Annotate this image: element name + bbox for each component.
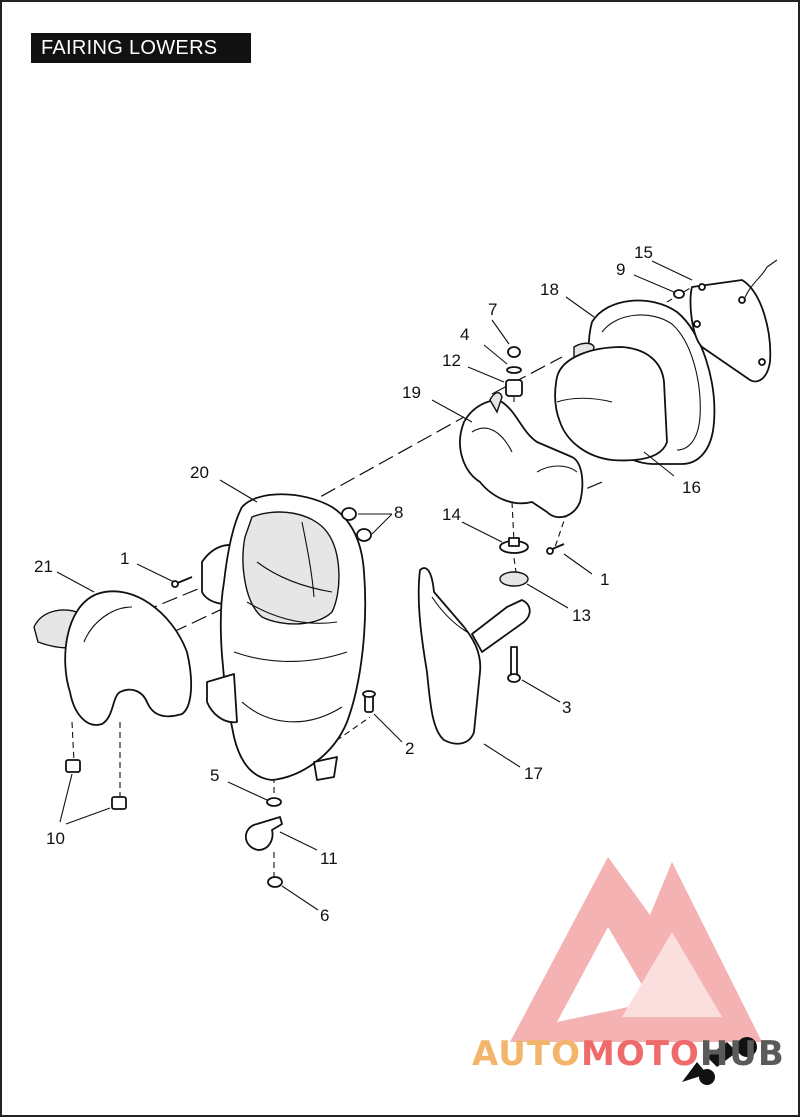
callout-11: 11	[320, 849, 338, 868]
watermark-triangle-icon	[510, 857, 762, 1042]
part-15-backing-plate	[689, 259, 778, 383]
watermark-word-hub: HUB	[699, 1034, 785, 1074]
callout-18: 18	[540, 280, 559, 299]
callout-4: 4	[460, 325, 469, 344]
watermark-word-moto: MOTO	[580, 1034, 700, 1074]
part-20-lower-fairing	[201, 493, 367, 781]
watermark-motorcycle-icon	[682, 1037, 757, 1085]
fasteners	[65, 289, 685, 888]
callout-labels: 7 4 12 19 18 15 9 16 20 8 1 1 21 14 13 3…	[34, 243, 701, 925]
part-16-glovebox-liner	[554, 346, 668, 462]
callout-1-left: 1	[120, 549, 129, 568]
callout-8: 8	[394, 503, 403, 522]
callout-16: 16	[682, 478, 701, 497]
callout-15: 15	[634, 243, 653, 262]
part-19-inner-housing	[459, 392, 584, 519]
callout-20: 20	[190, 463, 209, 482]
callout-21: 21	[34, 557, 53, 576]
watermark-text: AUTOMOTOHUB	[472, 1034, 785, 1074]
callout-2: 2	[405, 739, 414, 758]
leader-lines	[56, 260, 693, 911]
watermark-word-auto: AUTO	[472, 1034, 581, 1074]
callout-14: 14	[442, 505, 461, 524]
callout-5: 5	[210, 766, 219, 785]
callout-10: 10	[46, 829, 65, 848]
callout-1-right: 1	[600, 570, 609, 589]
part-21-cap-cover	[33, 590, 192, 726]
callout-12: 12	[442, 351, 461, 370]
page-title: FAIRING LOWERS	[31, 33, 251, 63]
callout-6: 6	[320, 906, 329, 925]
part-17-side-panel	[417, 567, 531, 745]
callout-3: 3	[562, 698, 571, 717]
callout-9: 9	[616, 260, 625, 279]
callout-13: 13	[572, 606, 591, 625]
callout-19: 19	[402, 383, 421, 402]
watermark-logo	[510, 857, 762, 1085]
callout-17: 17	[524, 764, 543, 783]
callout-7: 7	[488, 300, 497, 319]
